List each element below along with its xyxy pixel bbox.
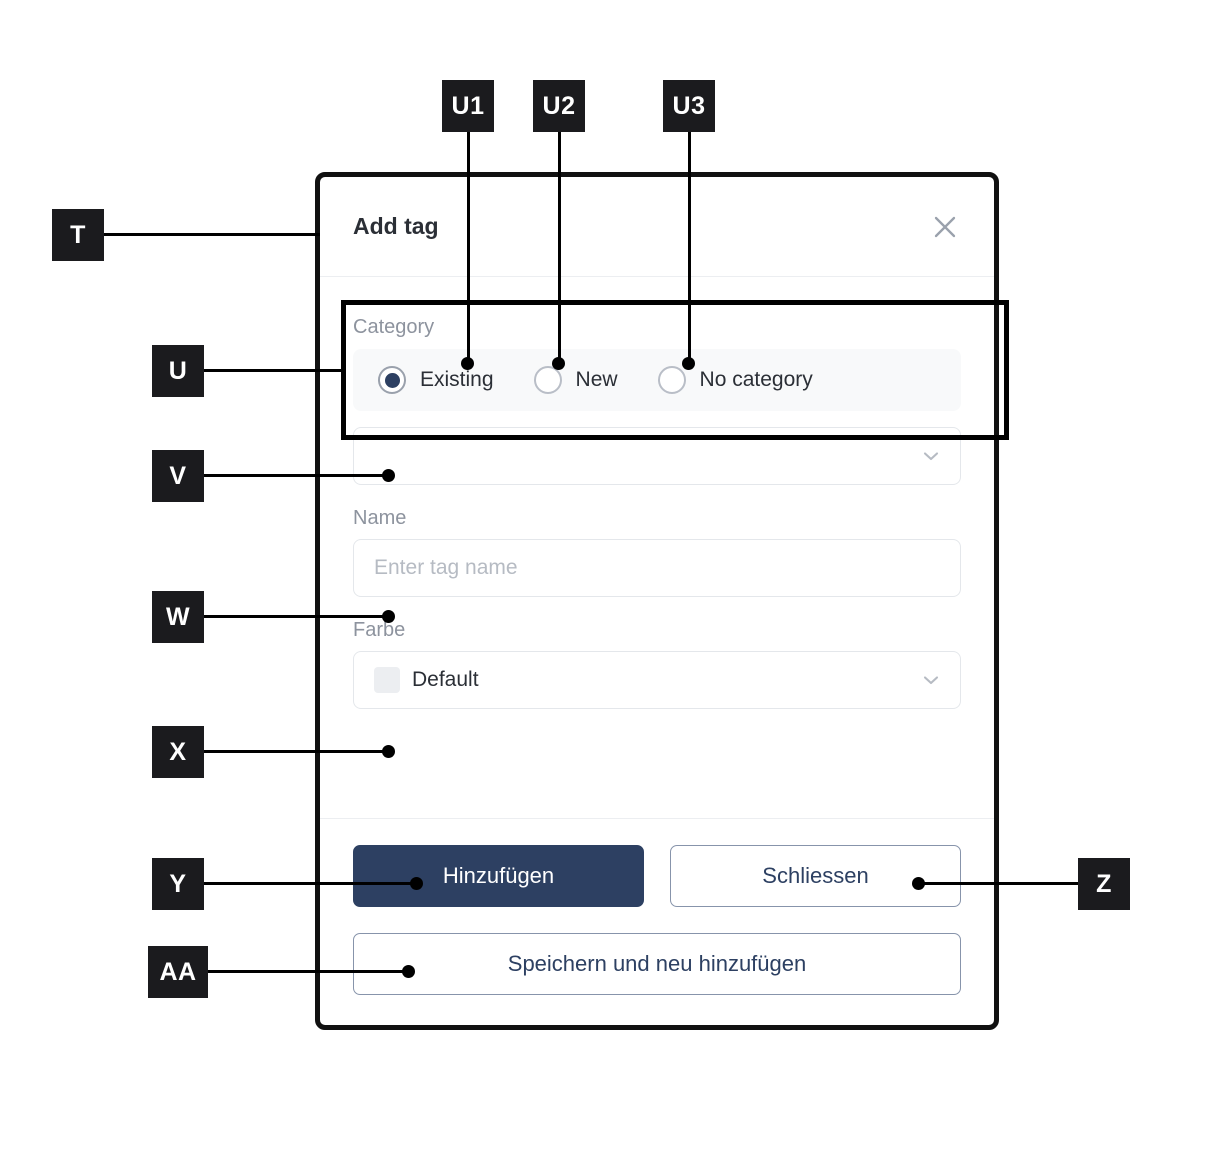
callout-leader-U bbox=[204, 369, 346, 372]
radio-indicator-no-category[interactable] bbox=[657, 366, 686, 394]
callout-dot-X bbox=[382, 745, 395, 758]
color-field-label: Farbe bbox=[353, 619, 406, 641]
callout-chip-AA: AA bbox=[148, 946, 208, 998]
radio-indicator-existing[interactable] bbox=[378, 366, 406, 394]
add-tag-dialog: Add tag Category Existing New bbox=[315, 172, 999, 1030]
callout-chip-X: X bbox=[152, 726, 204, 778]
callout-chip-T: T bbox=[52, 209, 104, 261]
callout-dot-Y bbox=[410, 877, 423, 890]
chevron-down-icon bbox=[920, 669, 942, 691]
name-field-group: Name Enter tag name bbox=[353, 507, 961, 597]
callout-dot-AA bbox=[402, 965, 415, 978]
radio-label-no-category: No category bbox=[699, 368, 813, 391]
callout-dot-U1 bbox=[461, 357, 474, 370]
callout-chip-U2: U2 bbox=[533, 80, 585, 132]
color-select[interactable]: Default bbox=[353, 651, 961, 709]
callout-chip-Z: Z bbox=[1078, 858, 1130, 910]
radio-label-existing: Existing bbox=[420, 368, 494, 391]
callout-chip-V: V bbox=[152, 450, 204, 502]
callout-leader-U2 bbox=[558, 132, 561, 364]
callout-dot-Z bbox=[912, 877, 925, 890]
callout-leader-X bbox=[204, 750, 388, 753]
dialog-header: Add tag bbox=[320, 177, 994, 277]
close-button[interactable]: Schliessen bbox=[670, 845, 961, 907]
callout-leader-Y bbox=[204, 882, 416, 885]
callout-leader-V bbox=[204, 474, 388, 477]
callout-leader-U3 bbox=[688, 132, 691, 364]
callout-leader-T bbox=[104, 233, 320, 236]
color-select-value: Default bbox=[412, 668, 479, 691]
save-and-add-new-button[interactable]: Speichern und neu hinzufügen bbox=[353, 933, 961, 995]
callout-chip-W: W bbox=[152, 591, 204, 643]
chevron-down-icon bbox=[920, 445, 942, 467]
name-input-placeholder: Enter tag name bbox=[374, 556, 518, 579]
callout-leader-Z bbox=[918, 882, 1078, 885]
radio-indicator-new[interactable] bbox=[533, 366, 562, 394]
page-title: Add tag bbox=[353, 213, 439, 239]
name-input-wrapper[interactable]: Enter tag name bbox=[353, 539, 961, 597]
callout-chip-U3: U3 bbox=[663, 80, 715, 132]
callout-dot-W bbox=[382, 610, 395, 623]
category-select-wrapper bbox=[353, 427, 961, 485]
callout-chip-U: U bbox=[152, 345, 204, 397]
callout-leader-AA bbox=[208, 970, 408, 973]
callout-dot-U2 bbox=[552, 357, 565, 370]
name-field-label: Name bbox=[353, 507, 407, 529]
category-select[interactable] bbox=[353, 427, 961, 485]
close-icon[interactable] bbox=[928, 210, 962, 244]
radio-option-existing[interactable]: Existing bbox=[378, 366, 494, 394]
callout-chip-U1: U1 bbox=[442, 80, 494, 132]
category-legend: Category bbox=[353, 316, 435, 338]
callout-leader-U1 bbox=[467, 132, 470, 364]
dialog-footer: Hinzufügen Schliessen Speichern und neu … bbox=[320, 818, 994, 1025]
dialog-body: Category Existing New No category bbox=[320, 277, 994, 818]
callout-chip-Y: Y bbox=[152, 858, 204, 910]
radio-option-no-category[interactable]: No category bbox=[657, 366, 813, 394]
color-field-group: Farbe Default bbox=[353, 619, 961, 709]
radio-option-new[interactable]: New bbox=[533, 366, 618, 394]
radio-label-new: New bbox=[575, 368, 618, 391]
footer-button-row: Hinzufügen Schliessen bbox=[353, 845, 961, 907]
callout-dot-U3 bbox=[682, 357, 695, 370]
color-swatch-icon bbox=[374, 667, 400, 693]
callout-dot-V bbox=[382, 469, 395, 482]
category-fieldset: Category Existing New No category bbox=[353, 303, 961, 411]
callout-leader-W bbox=[204, 615, 388, 618]
category-radio-group: Existing New No category bbox=[353, 349, 961, 411]
add-button[interactable]: Hinzufügen bbox=[353, 845, 644, 907]
